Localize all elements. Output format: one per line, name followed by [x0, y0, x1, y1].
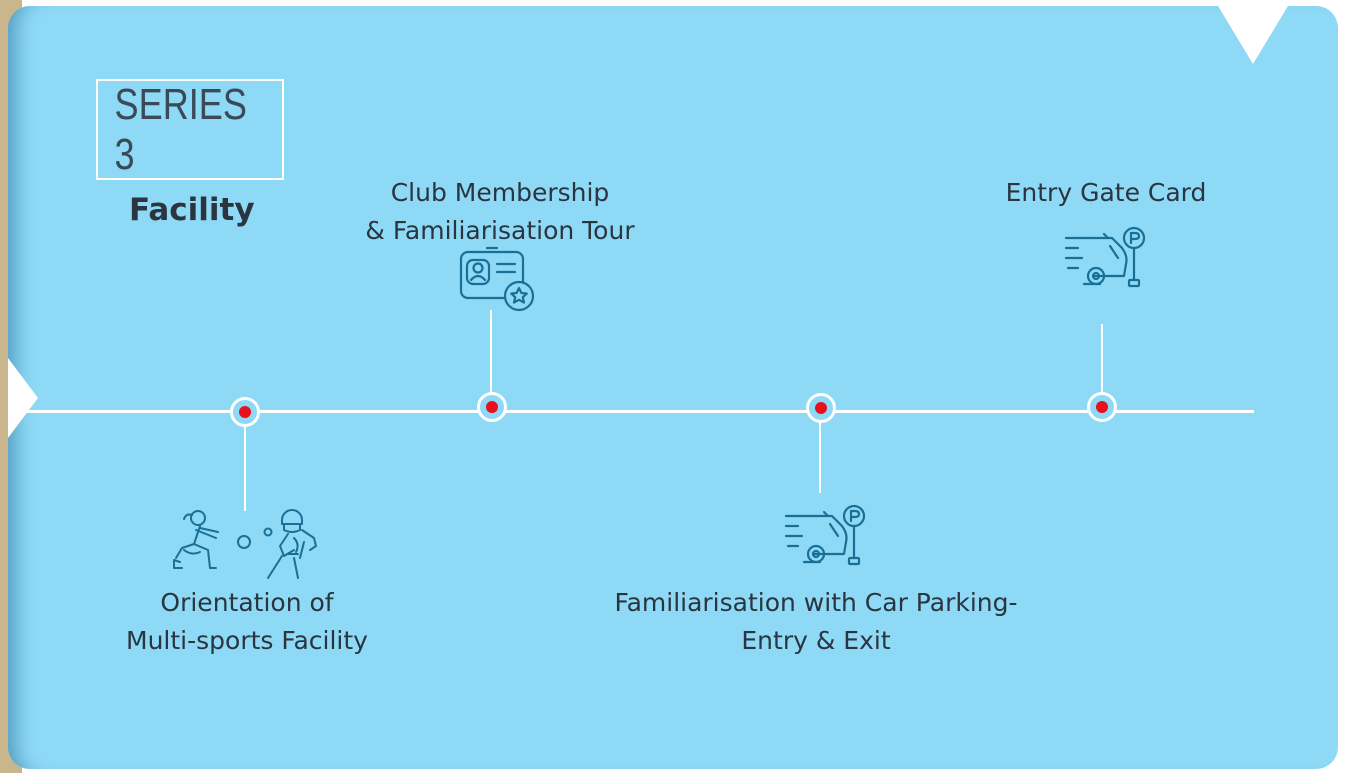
left-notch — [8, 358, 38, 438]
timeline-panel: SERIES 3 Facility Orientation of Multi-s… — [8, 6, 1338, 769]
timeline-node — [230, 397, 260, 427]
car-parking-icon — [784, 504, 866, 566]
connector-line — [1101, 324, 1103, 410]
milestone-label: Club Membership & Familiarisation Tour — [365, 178, 635, 245]
milestone-label: Entry Gate Card — [1005, 178, 1207, 207]
series-badge: SERIES 3 — [96, 79, 284, 180]
car-parking-icon — [1064, 226, 1146, 288]
connector-line — [819, 411, 821, 493]
timeline-node — [477, 392, 507, 422]
milestone-label: Orientation of Multi-sports Facility — [126, 588, 368, 655]
sports-players-icon — [173, 509, 317, 579]
series-label: SERIES 3 — [114, 79, 247, 179]
timeline-node — [1087, 392, 1117, 422]
connector-line — [490, 310, 492, 410]
milestone-label: Familiarisation with Car Parking- Entry … — [614, 588, 1018, 655]
membership-card-icon — [459, 246, 535, 312]
connector-line — [244, 411, 246, 511]
top-notch — [1218, 6, 1288, 64]
timeline-node — [806, 393, 836, 423]
timeline-line — [8, 410, 1254, 413]
section-title: Facility — [129, 192, 255, 228]
